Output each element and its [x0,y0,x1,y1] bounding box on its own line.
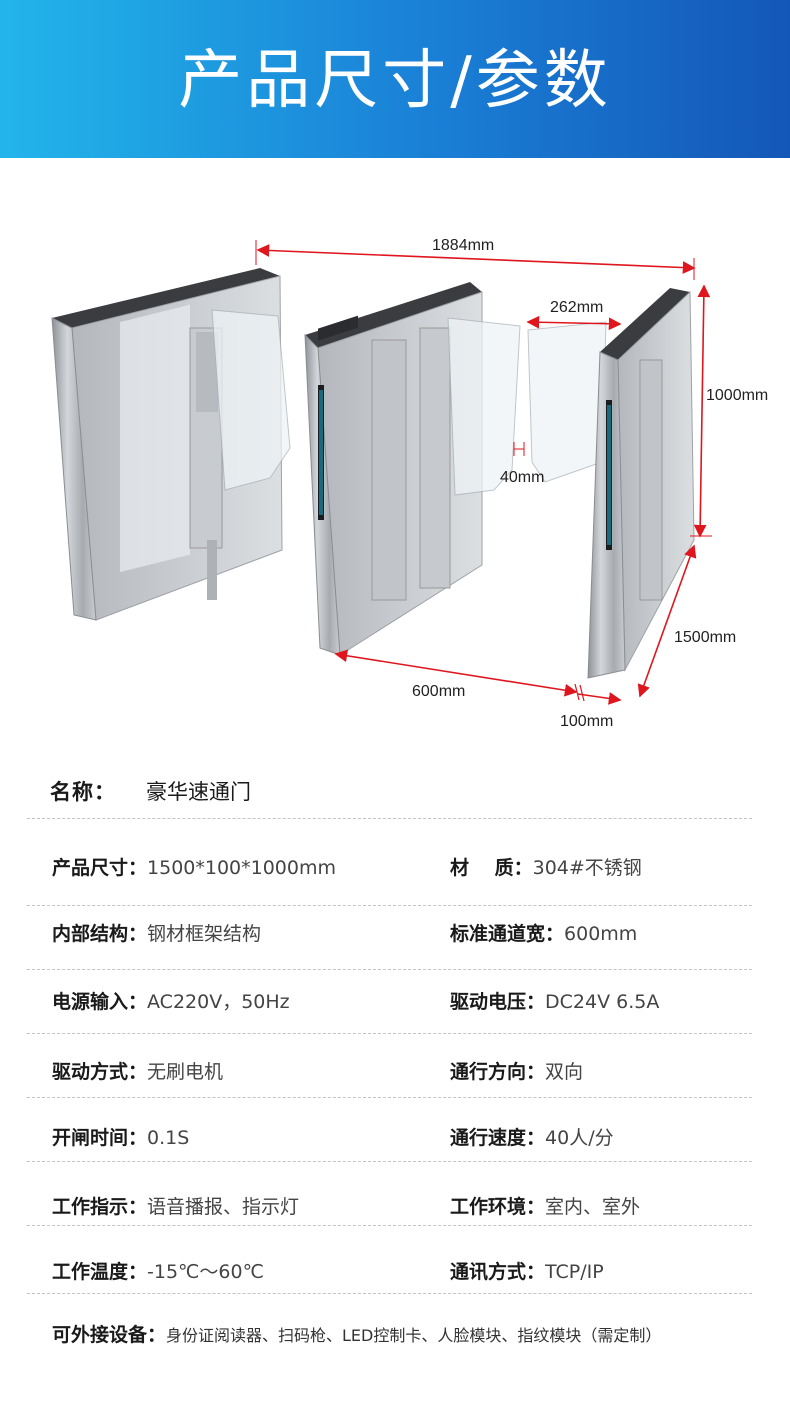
divider [27,1033,752,1034]
spec-drive-voltage: 驱动电压：DC24V 6.5A [450,991,660,1013]
dim-wing-width: 262mm [550,299,603,316]
divider [27,818,752,819]
divider [27,905,752,906]
product-name-row: 名称： 豪华速通门 [50,772,750,812]
dim-cabinet-width: 100mm [560,713,613,730]
page-title: 产品尺寸/参数 [178,44,612,118]
divider [27,1293,752,1294]
middle-cabinet [304,282,483,656]
product-name-value: 豪华速通门 [146,780,251,804]
right-wing-panel [527,321,607,483]
product-name-label: 名称： [50,780,116,804]
dim-depth: 1500mm [674,629,736,646]
dim-channel-width: 600mm [412,683,465,700]
dim-height: 1000mm [706,387,768,404]
spec-communication: 通讯方式：TCP/IP [450,1261,604,1283]
spec-internal-structure: 内部结构：钢材框架结构 [52,923,262,945]
divider [27,969,752,970]
gate-illustration: 1884mm 262mm 1000mm 40mm 1500mm 600mm 10… [51,237,768,730]
spec-work-temperature: 工作温度：-15℃～60℃ [52,1261,264,1283]
spec-work-environment: 工作环境：室内、室外 [450,1196,641,1218]
product-dimension-figure: 1884mm 262mm 1000mm 40mm 1500mm 600mm 10… [0,200,790,760]
middle-wing-panel [447,317,521,496]
spec-drive-mode: 驱动方式：无刷电机 [52,1061,224,1083]
header-banner: 产品尺寸/参数 [0,0,790,158]
spec-open-time: 开闸时间：0.1S [52,1127,190,1149]
spec-power-input: 电源输入：AC220V，50Hz [52,991,290,1013]
spec-channel-width: 标准通道宽：600mm [450,923,638,945]
left-wing-panel [211,309,291,491]
dim-wing-gap: 40mm [500,469,544,486]
divider [27,1097,752,1098]
spec-work-indication: 工作指示：语音播报、指示灯 [52,1196,300,1218]
divider [27,1225,752,1226]
spec-product-size: 产品尺寸：1500*100*1000mm [52,857,337,879]
divider [27,1161,752,1162]
dimension-lines [255,240,712,705]
spec-material: 材 质：304#不锈钢 [450,857,642,879]
spec-pass-speed: 通行速度：40人/分 [450,1127,614,1149]
spec-pass-direction: 通行方向：双向 [450,1061,584,1083]
spec-external-devices: 可外接设备：身份证阅读器、扫码枪、LED控制卡、人脸模块、指纹模块（需定制） [52,1324,662,1346]
dim-total-length: 1884mm [432,237,494,254]
